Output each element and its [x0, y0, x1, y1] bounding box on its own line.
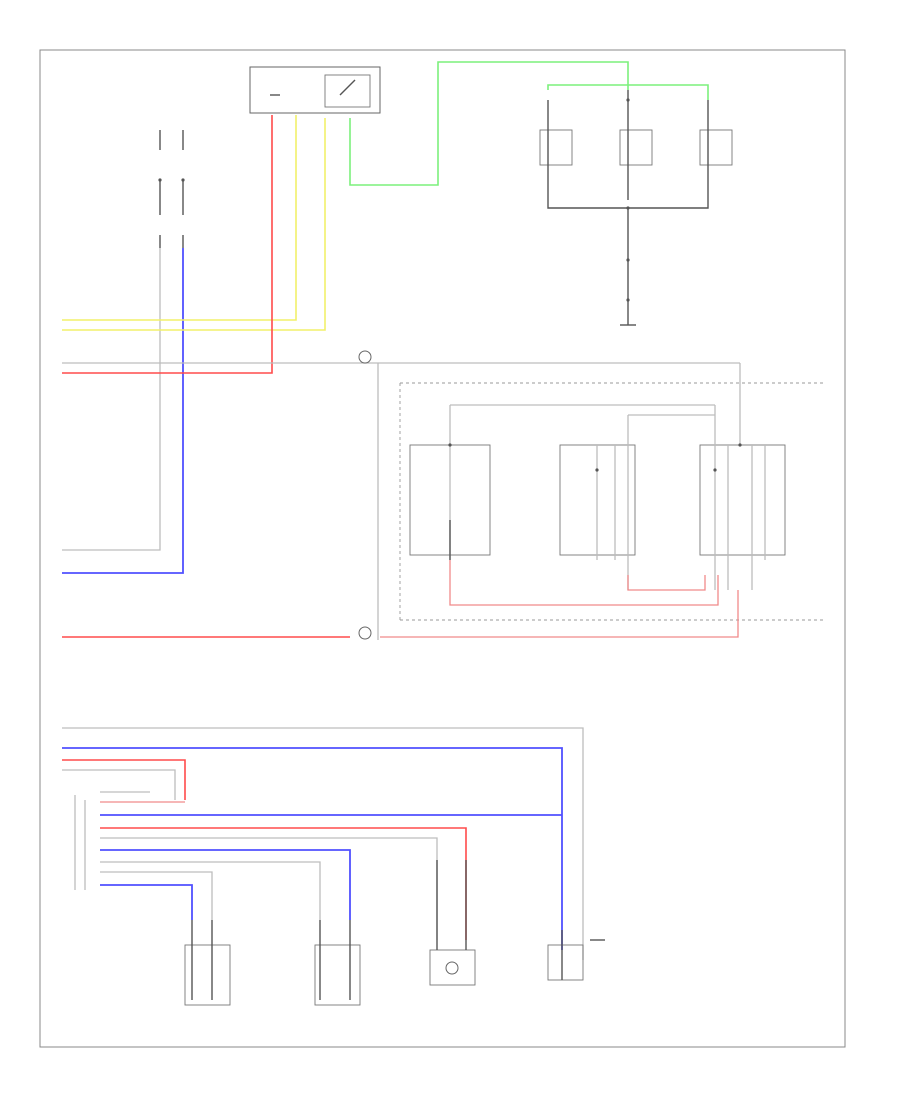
control-module-region [399, 382, 825, 621]
wire-green-main [349, 61, 629, 186]
bottom-switch-left [184, 920, 231, 1006]
wire-yellow-2 [62, 118, 326, 331]
inner-module-right [699, 405, 786, 590]
top-right-components [539, 90, 733, 326]
top-junction-box [249, 66, 381, 114]
wire-gray-bottom-1 [62, 769, 176, 800]
wire-red-bottom-1 [62, 759, 186, 800]
bottom-harness-bundle [74, 791, 562, 940]
mid-splice-top [350, 350, 740, 364]
wire-red-top [62, 115, 273, 374]
wire-gray-left [62, 248, 161, 551]
wire-green-branch [547, 84, 709, 100]
inner-module-left [409, 404, 715, 560]
connector-pins [158, 98, 742, 472]
inner-module-center [559, 414, 715, 590]
wire-blue-bottom-top [62, 747, 563, 950]
wire-red-module-loop [449, 560, 719, 606]
bottom-switch-right [547, 930, 605, 981]
bottom-switch-middle [314, 920, 361, 1006]
wire-blue-left [62, 248, 184, 574]
mid-splice-bottom [358, 626, 372, 640]
wire-red-module-inner [627, 575, 706, 591]
bottom-sensor-center [429, 860, 476, 986]
wire-red-mid-right [380, 590, 739, 638]
diagram-frame [39, 49, 846, 1048]
wire-gray-bottom-top [62, 727, 584, 960]
wire-yellow-1 [62, 115, 297, 321]
upper-left-connector [159, 130, 184, 248]
